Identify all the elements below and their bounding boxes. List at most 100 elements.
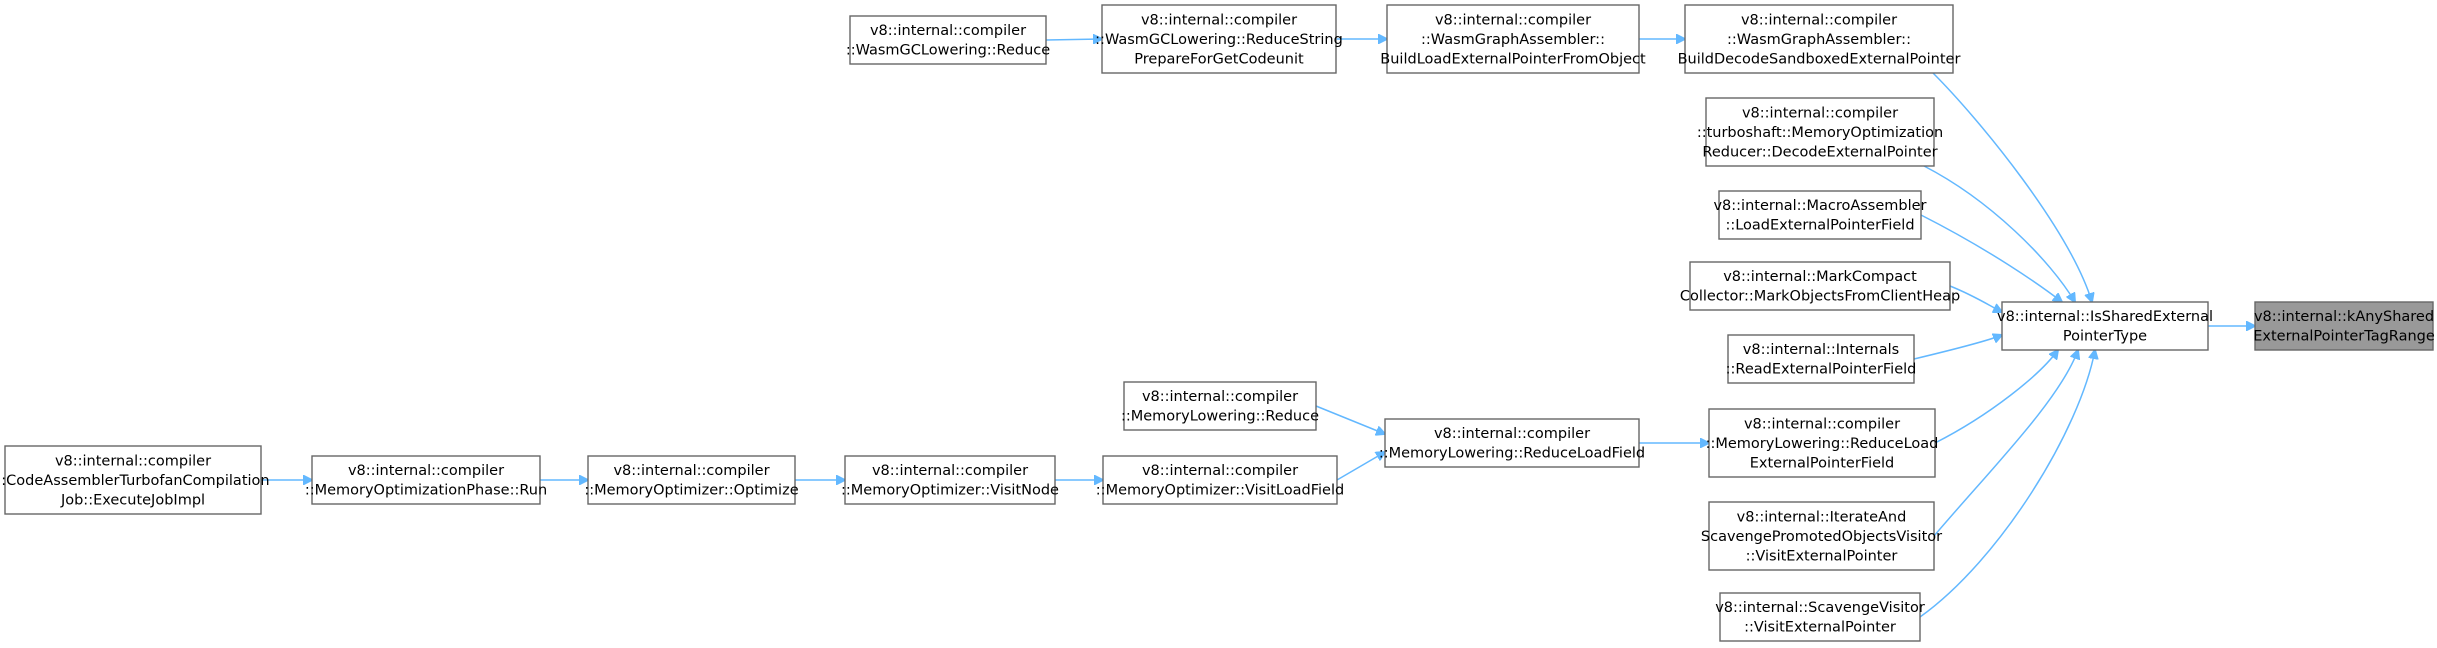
edge-scavenge-visitor-visit-external-pointer-to-is-shared-external-pointer-type bbox=[1919, 350, 2095, 618]
node-label-line: v8::internal::compiler bbox=[1744, 416, 1900, 432]
node-box bbox=[1718, 190, 1922, 240]
node-visit-load-field[interactable]: v8::internal::compiler::MemoryOptimizer:… bbox=[1096, 455, 1344, 505]
node-label-line: PointerType bbox=[2063, 329, 2147, 345]
edge-load-external-pointer-field-to-is-shared-external-pointer-type bbox=[1920, 214, 2062, 302]
node-visit-node[interactable]: v8::internal::compiler::MemoryOptimizer:… bbox=[841, 455, 1059, 505]
node-memory-optimization-phase-run[interactable]: v8::internal::compiler::MemoryOptimizati… bbox=[305, 455, 547, 505]
node-execute-job-impl[interactable]: v8::internal::compiler::CodeAssemblerTur… bbox=[0, 445, 270, 515]
node-label-line: ::MemoryOptimizationPhase::Run bbox=[305, 483, 547, 499]
node-box bbox=[1708, 501, 1935, 571]
node-mark-objects-from-client-heap[interactable]: v8::internal::MarkCompactCollector::Mark… bbox=[1680, 261, 1960, 311]
node-label-line: PrepareForGetCodeunit bbox=[1134, 51, 1304, 67]
node-memory-lowering-reduce[interactable]: v8::internal::compiler::MemoryLowering::… bbox=[1121, 381, 1319, 431]
node-box bbox=[1102, 455, 1338, 505]
nodes: v8::internal::kAnySharedExternalPointerT… bbox=[0, 4, 2435, 642]
node-label-line: ::MemoryLowering::ReduceLoadField bbox=[1379, 446, 1645, 462]
node-box bbox=[1719, 592, 1921, 642]
edge-mark-objects-from-client-heap-to-is-shared-external-pointer-type bbox=[1949, 285, 2002, 312]
node-label-line: BuildDecodeSandboxedExternalPointer bbox=[1678, 51, 1961, 67]
node-label-line: ExternalPointerTagRange bbox=[2253, 329, 2435, 345]
node-label-line: v8::internal::IsSharedExternal bbox=[1997, 309, 2213, 325]
node-box bbox=[844, 455, 1056, 505]
node-label-line: v8::internal::IterateAnd bbox=[1737, 509, 1907, 525]
node-label-line: Job::ExecuteJobImpl bbox=[60, 492, 205, 508]
node-label-line: ::MemoryOptimizer::VisitNode bbox=[841, 483, 1059, 499]
node-box bbox=[4, 445, 262, 515]
node-label-line: v8::internal::kAnyShared bbox=[2254, 309, 2434, 325]
node-wasm-gc-lowering-reduce[interactable]: v8::internal::compiler::WasmGCLowering::… bbox=[846, 15, 1050, 65]
node-label-line: ::turboshaft::MemoryOptimization bbox=[1697, 125, 1943, 141]
node-box bbox=[1684, 4, 1954, 74]
node-reduce-load-external-pointer-field[interactable]: v8::internal::compiler::MemoryLowering::… bbox=[1706, 408, 1939, 478]
node-label-line: v8::internal::compiler bbox=[1434, 426, 1590, 442]
node-box bbox=[2254, 301, 2434, 351]
node-reduce-load-field[interactable]: v8::internal::compiler::MemoryLowering::… bbox=[1379, 418, 1645, 468]
node-box bbox=[849, 15, 1047, 65]
node-scavenge-visitor-visit-external-pointer[interactable]: v8::internal::ScavengeVisitor::VisitExte… bbox=[1715, 592, 1925, 642]
node-label-line: v8::internal::MacroAssembler bbox=[1713, 198, 1926, 214]
node-label-line: ::MemoryOptimizer::Optimize bbox=[584, 483, 798, 499]
node-box bbox=[587, 455, 796, 505]
node-label-line: ExternalPointerField bbox=[1750, 455, 1895, 471]
node-box bbox=[1705, 97, 1935, 167]
edges bbox=[261, 39, 2255, 618]
node-label-line: v8::internal::compiler bbox=[1142, 463, 1298, 479]
node-label-line: ScavengePromotedObjectsVisitor bbox=[1701, 529, 1942, 545]
node-label-line: v8::internal::compiler bbox=[872, 463, 1028, 479]
node-box bbox=[1708, 408, 1936, 478]
node-k-any-shared-external-pointer-tag-range[interactable]: v8::internal::kAnySharedExternalPointerT… bbox=[2253, 301, 2435, 351]
node-label-line: Reducer::DecodeExternalPointer bbox=[1702, 144, 1937, 160]
edge-iterate-and-scavenge-visit-external-pointer-to-is-shared-external-pointer-type bbox=[1933, 350, 2078, 537]
edge-memory-lowering-reduce-to-reduce-load-field bbox=[1315, 405, 1385, 434]
node-read-external-pointer-field[interactable]: v8::internal::Internals::ReadExternalPoi… bbox=[1726, 334, 1917, 384]
node-label-line: ::WasmGraphAssembler:: bbox=[1727, 32, 1911, 48]
edge-build-decode-sandboxed-external-pointer-to-is-shared-external-pointer-type bbox=[1932, 72, 2092, 302]
edge-reduce-load-external-pointer-field-to-is-shared-external-pointer-type bbox=[1934, 350, 2058, 444]
node-box bbox=[1689, 261, 1951, 311]
edge-visit-load-field-to-reduce-load-field bbox=[1336, 452, 1385, 481]
node-label-line: v8::internal::compiler bbox=[1142, 389, 1298, 405]
node-is-shared-external-pointer-type[interactable]: v8::internal::IsSharedExternalPointerTyp… bbox=[1997, 301, 2213, 351]
node-box bbox=[311, 455, 541, 505]
node-label-line: ::WasmGCLowering::Reduce bbox=[846, 43, 1050, 59]
node-label-line: ::VisitExternalPointer bbox=[1744, 620, 1896, 636]
node-decode-external-pointer[interactable]: v8::internal::compiler::turboshaft::Memo… bbox=[1697, 97, 1943, 167]
node-optimize[interactable]: v8::internal::compiler::MemoryOptimizer:… bbox=[584, 455, 799, 505]
node-reduce-string-prepare-for-get-codeunit[interactable]: v8::internal::compiler::WasmGCLowering::… bbox=[1095, 4, 1343, 74]
node-label-line: v8::internal::compiler bbox=[1435, 12, 1591, 28]
node-box bbox=[2001, 301, 2209, 351]
node-iterate-and-scavenge-visit-external-pointer[interactable]: v8::internal::IterateAndScavengePromoted… bbox=[1701, 501, 1942, 571]
node-label-line: v8::internal::compiler bbox=[1742, 105, 1898, 121]
node-label-line: BuildLoadExternalPointerFromObject bbox=[1380, 51, 1646, 67]
node-label-line: ::MemoryOptimizer::VisitLoadField bbox=[1096, 483, 1344, 499]
node-label-line: ::WasmGraphAssembler:: bbox=[1421, 32, 1605, 48]
node-label-line: v8::internal::compiler bbox=[348, 463, 504, 479]
node-box bbox=[1384, 418, 1640, 468]
edge-decode-external-pointer-to-is-shared-external-pointer-type bbox=[1923, 165, 2075, 302]
node-label-line: ::MemoryLowering::Reduce bbox=[1121, 409, 1319, 425]
node-label-line: v8::internal::ScavengeVisitor bbox=[1715, 600, 1925, 616]
edge-wasm-gc-lowering-reduce-to-reduce-string-prepare-for-get-codeunit bbox=[1045, 39, 1102, 40]
node-label-line: Collector::MarkObjectsFromClientHeap bbox=[1680, 289, 1960, 305]
node-box bbox=[1386, 4, 1640, 74]
node-label-line: v8::internal::Internals bbox=[1743, 342, 1899, 358]
node-label-line: v8::internal::compiler bbox=[1741, 12, 1897, 28]
node-box bbox=[1101, 4, 1337, 74]
node-box bbox=[1727, 334, 1915, 384]
node-load-external-pointer-field[interactable]: v8::internal::MacroAssembler::LoadExtern… bbox=[1713, 190, 1927, 240]
node-box bbox=[1123, 381, 1317, 431]
node-label-line: ::ReadExternalPointerField bbox=[1726, 362, 1917, 378]
edge-read-external-pointer-field-to-is-shared-external-pointer-type bbox=[1913, 335, 2002, 360]
node-label-line: ::VisitExternalPointer bbox=[1746, 548, 1898, 564]
node-label-line: v8::internal::MarkCompact bbox=[1723, 269, 1917, 285]
node-label-line: ::CodeAssemblerTurbofanCompilation bbox=[0, 473, 270, 489]
node-build-load-external-pointer-from-object[interactable]: v8::internal::compiler::WasmGraphAssembl… bbox=[1380, 4, 1646, 74]
node-label-line: v8::internal::compiler bbox=[613, 463, 769, 479]
node-label-line: v8::internal::compiler bbox=[1141, 12, 1297, 28]
node-label-line: v8::internal::compiler bbox=[870, 23, 1026, 39]
node-label-line: ::MemoryLowering::ReduceLoad bbox=[1706, 436, 1939, 452]
node-label-line: ::WasmGCLowering::ReduceString bbox=[1095, 32, 1343, 48]
node-build-decode-sandboxed-external-pointer[interactable]: v8::internal::compiler::WasmGraphAssembl… bbox=[1678, 4, 1961, 74]
node-label-line: ::LoadExternalPointerField bbox=[1725, 218, 1914, 234]
